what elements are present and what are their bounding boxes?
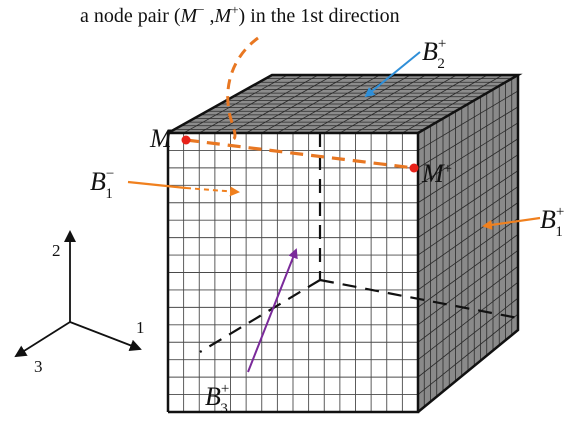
coordinate-axes [14,230,142,358]
axis-1-label: 1 [136,318,145,337]
arrow-b3-plus [247,248,298,373]
axis-3-line [14,321,71,358]
node-m-plus-marker [409,163,419,173]
label-b3-plus: B+3 [205,381,229,417]
label-b1-minus: B−1 [90,166,114,202]
right-face-mesh-grid [417,78,519,407]
arrow-b1-plus [482,216,541,230]
arrow-b2-plus [364,51,421,98]
axis-3-label: 3 [34,357,43,376]
node-pair-path [226,36,259,142]
axis-1-line [69,321,142,351]
node-m-minus-marker [181,135,191,145]
arrow-b1-minus [127,180,187,190]
label-b2-plus: B+2 [422,36,446,72]
top-face-mesh-grid [174,74,512,134]
cube-edges [166,73,523,414]
node-pair-line [185,138,415,170]
hidden-back-edge-z [199,279,321,353]
label-m-plus: M+ [421,159,452,188]
caption: a node pair (M− ,M+) in the 1st directio… [80,2,400,27]
axis-2-label: 2 [52,241,61,260]
label-m-minus: M− [149,124,180,153]
label-b1-plus: B+1 [540,204,564,240]
